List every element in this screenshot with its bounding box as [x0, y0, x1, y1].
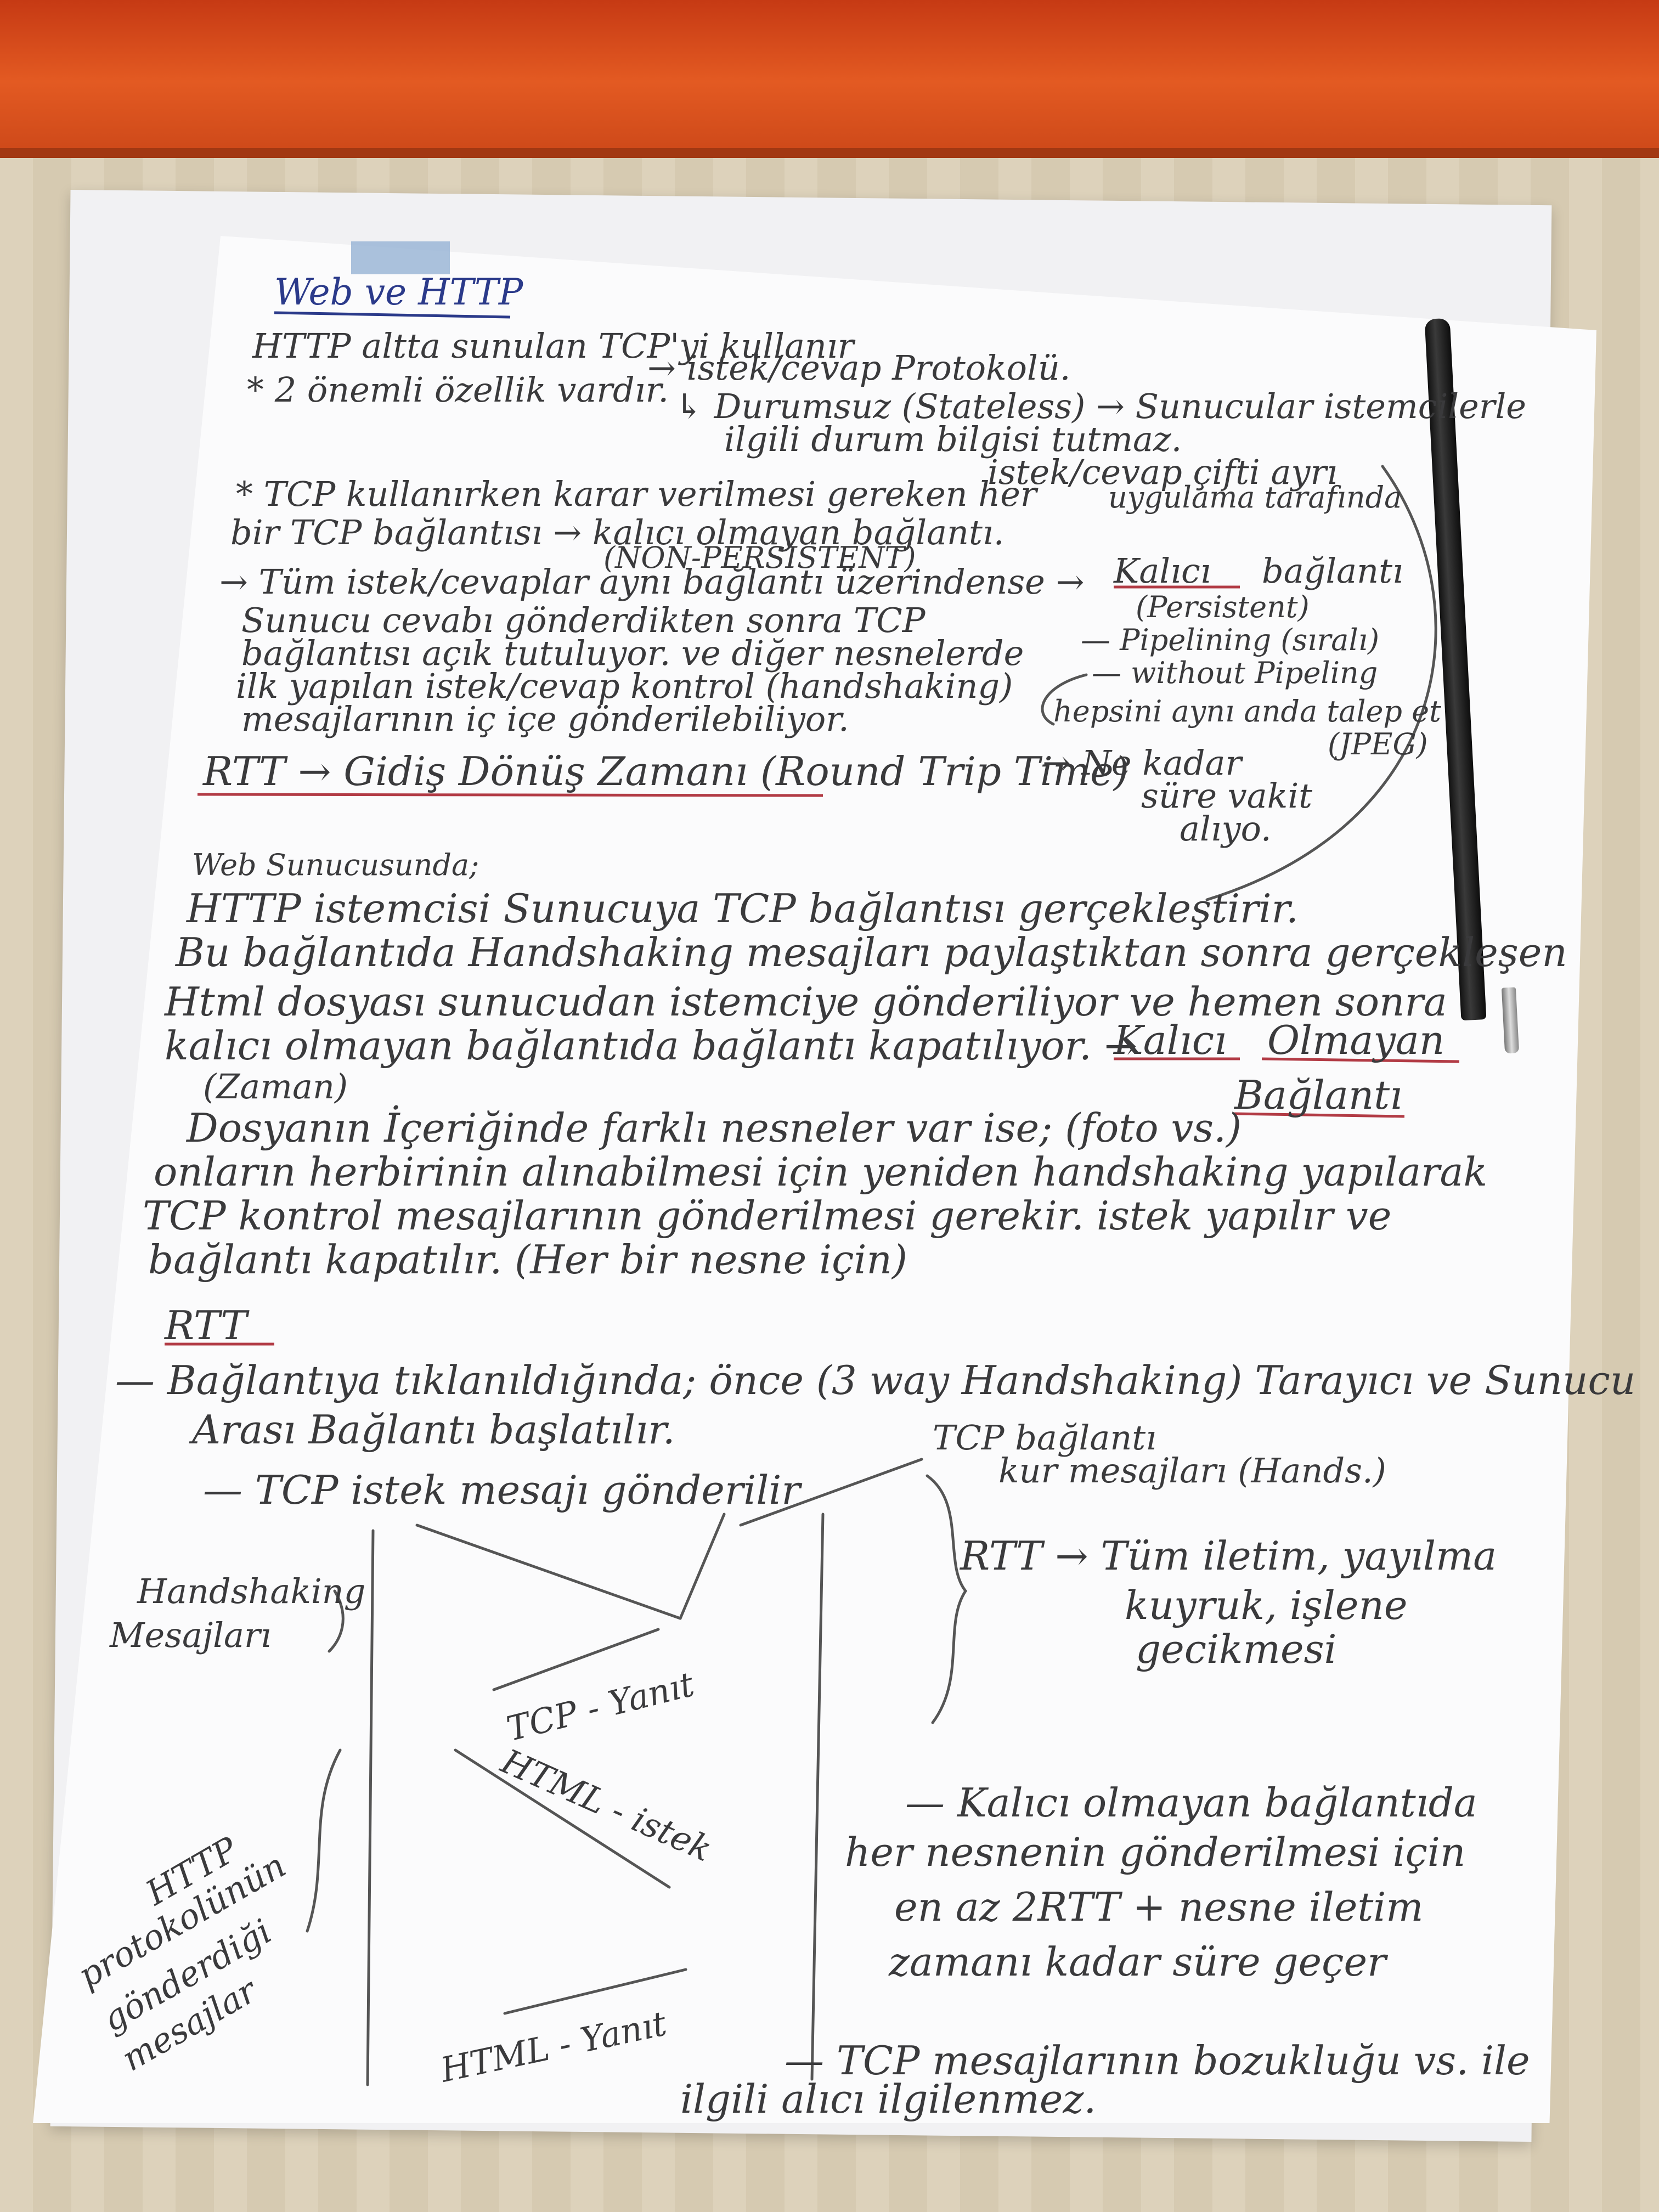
- note-line: ilk yapılan istek/cevap kontrol (handsha…: [236, 666, 1013, 706]
- arrow-tcp-up: [679, 1513, 726, 1620]
- diagram-label: Handshaking: [137, 1571, 366, 1611]
- note-line: * TCP kullanırken karar verilmesi gereke…: [236, 474, 1037, 514]
- client-timeline: [366, 1529, 375, 2086]
- curve-arrow: [1205, 465, 1437, 901]
- http-brace: [306, 1748, 342, 1933]
- note-line: Bu bağlantıda Handshaking mesajları payl…: [176, 929, 1567, 975]
- note-line: Html dosyası sunucudan istemciye gönderi…: [165, 979, 1447, 1025]
- note-line: kur mesajları (Hands.): [998, 1451, 1386, 1491]
- note-line: HTTP istemcisi Sunucuya TCP bağlantısı g…: [187, 885, 1299, 932]
- rtt-underline: [197, 793, 823, 797]
- note-line: Dosyanın İçeriğinde farklı nesneler var …: [187, 1105, 1242, 1151]
- chair-back: [0, 0, 1659, 158]
- note-line: hepsini aynı anda talep et: [1053, 694, 1441, 729]
- note-line: süre vakit: [1141, 776, 1313, 816]
- non-persistent-word: Kalıcı: [1114, 1017, 1227, 1063]
- note-line: (Zaman): [203, 1066, 348, 1107]
- note-line: en az 2RTT + nesne iletim: [894, 1884, 1424, 1930]
- note-line: Web Sunucusunda;: [192, 848, 479, 882]
- pipelining-brace: [1041, 673, 1088, 726]
- note-line: → Ne kadar: [1042, 743, 1242, 783]
- note-line: TCP kontrol mesajlarının gönderilmesi ge…: [143, 1193, 1392, 1239]
- rtt-heading: RTT: [165, 1302, 247, 1348]
- note-line: ↳ Durumsuz (Stateless) → Sunucular istem…: [675, 386, 1526, 426]
- note-line: Arası Bağlantı başlatılır.: [192, 1407, 675, 1453]
- note-line: — TCP istek mesajı gönderilir: [203, 1467, 800, 1513]
- note-line: (NON-PERSISTENT): [603, 540, 916, 575]
- persistent-word: Kalıcı: [1114, 551, 1211, 591]
- note-line: ilgili alıcı ilgilenmez.: [680, 2076, 1097, 2122]
- arrow-tcp-response: [492, 1628, 660, 1691]
- title-underline: [274, 311, 511, 319]
- note-line: istek/cevap çifti ayrı: [988, 452, 1338, 492]
- diagram-label: gecikmesi: [1136, 1626, 1337, 1672]
- note-line: TCP bağlantı: [933, 1418, 1157, 1458]
- diagram-label: kuyruk, işlene: [1125, 1582, 1408, 1628]
- note-line: bir TCP bağlantısı → kalıcı olmayan bağl…: [230, 512, 1005, 552]
- note-line: HTTP altta sunulan TCP'yi kullanır: [252, 326, 854, 366]
- note-line: (Persistent): [1136, 590, 1310, 624]
- note-line: — Bağlantıya tıklanıldığında; önce (3 wa…: [115, 1357, 1636, 1403]
- note-line: alıyo.: [1180, 809, 1272, 849]
- note-line: → Tüm istek/cevaplar aynı bağlantı üzeri…: [219, 562, 1085, 602]
- rtt-definition: RTT → Gidiş Dönüş Zamanı (Round Trip Tim…: [203, 748, 1129, 794]
- note-line: → istek/cevap Protokolü.: [647, 348, 1071, 388]
- note-line: — TCP mesajlarının bozukluğu vs. ile: [785, 2038, 1530, 2084]
- non-persistent-word: Olmayan: [1267, 1017, 1445, 1063]
- note-line: * 2 önemli özellik vardır.: [247, 370, 669, 410]
- arrow-html-response: [503, 1968, 687, 2015]
- note-line: bağlantı: [1262, 551, 1403, 591]
- page-title: Web ve HTTP: [274, 271, 523, 313]
- note-line: kalıcı olmayan bağlantıda bağlantı kapat…: [165, 1023, 1138, 1069]
- note-line: — Pipelining (sıralı): [1081, 623, 1380, 657]
- handshake-brace: [328, 1589, 345, 1653]
- notebook-page: [33, 236, 1596, 2123]
- bracket-tcp: [926, 1474, 968, 1724]
- note-line: — without Pipeling: [1092, 656, 1378, 690]
- connection-word: Bağlantı: [1234, 1072, 1403, 1118]
- diagram-label: RTT → Tüm iletim, yayılma: [960, 1533, 1497, 1579]
- note-line: mesajlarının iç içe gönderilebiliyor.: [241, 699, 849, 739]
- blue-tape: [351, 241, 450, 274]
- note-line: onların herbirinin alınabilmesi için yen…: [154, 1149, 1488, 1195]
- note-line: ilgili durum bilgisi tutmaz.: [724, 419, 1182, 459]
- note-line: bağlantı kapatılır. (Her bir nesne için): [148, 1237, 907, 1283]
- note-line: uygulama tarafında: [1108, 480, 1402, 515]
- note-line: zamanı kadar süre geçer: [889, 1939, 1386, 1985]
- note-line: bağlantısı açık tutuluyor. ve diğer nesn…: [241, 633, 1024, 673]
- note-line: (JPEG): [1328, 727, 1428, 761]
- note-line: — Kalıcı olmayan bağlantıda: [905, 1780, 1477, 1826]
- diagram-label: Mesajları: [110, 1615, 272, 1655]
- olmayan-underline: [1261, 1057, 1460, 1063]
- note-line: Sunucu cevabı gönderdikten sonra TCP: [241, 600, 926, 640]
- server-timeline: [810, 1513, 825, 2081]
- note-line: her nesnenin gönderilmesi için: [845, 1829, 1466, 1875]
- arrow-to-label: [739, 1458, 923, 1527]
- arrow-tcp-request: [415, 1523, 682, 1620]
- arrow-html-request: [454, 1748, 671, 1889]
- baglanti-underline: [1234, 1112, 1405, 1118]
